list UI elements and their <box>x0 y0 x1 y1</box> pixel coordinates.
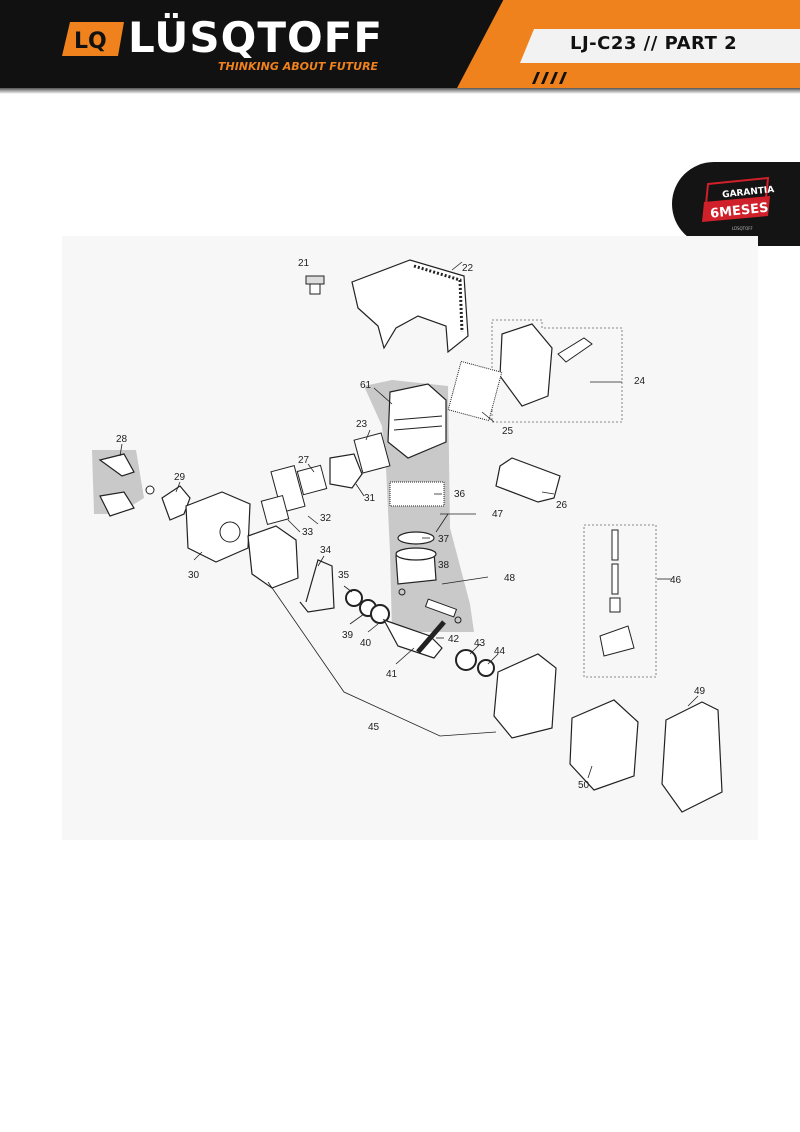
part-label-32: 32 <box>320 513 332 524</box>
part-label-28: 28 <box>116 434 128 445</box>
spark-plug-part <box>305 275 325 295</box>
bearing-right-part <box>455 649 477 671</box>
part-label-36: 36 <box>454 489 466 500</box>
part-label-23: 23 <box>356 419 368 430</box>
svg-text:LQ: LQ <box>74 29 107 54</box>
part-label-49: 49 <box>694 686 706 697</box>
model-title-box <box>520 29 800 63</box>
crankshaft-part <box>382 618 443 659</box>
part-label-50: 50 <box>578 780 590 791</box>
oil-seal-part <box>477 659 495 677</box>
part-label-31: 31 <box>364 493 376 504</box>
part-label-26: 26 <box>556 500 568 511</box>
part-label-39: 39 <box>342 630 354 641</box>
model-title: LJ-C23 // PART 2 <box>570 33 738 54</box>
fuel-line-part <box>599 529 635 657</box>
part-label-41: 41 <box>386 669 398 680</box>
part-label-44: 44 <box>494 646 506 657</box>
piston-pin-part <box>424 598 458 618</box>
warranty-line2: 6MESES <box>710 201 770 222</box>
part-label-35: 35 <box>338 570 350 581</box>
part-label-21: 21 <box>298 258 310 269</box>
part-label-22: 22 <box>462 263 474 274</box>
group-box-fuel-line <box>583 524 657 678</box>
seal-part <box>345 589 363 607</box>
part-label-45: 45 <box>368 722 380 733</box>
engine-cover-part <box>351 259 469 354</box>
crankcase-left-part <box>247 525 299 589</box>
header-stripes-decoration <box>532 72 567 84</box>
part-label-27: 27 <box>298 455 310 466</box>
group-box-muffler <box>491 319 623 423</box>
part-label-38: 38 <box>438 560 450 571</box>
part-label-30: 30 <box>188 570 200 581</box>
part-label-40: 40 <box>360 638 372 649</box>
brand-logo-icon: LQ <box>62 22 124 56</box>
exploded-parts-diagram: 21 22 24 25 61 23 27 31 36 28 29 30 32 3… <box>62 236 758 840</box>
part-label-46: 46 <box>670 575 682 586</box>
part-label-25: 25 <box>502 426 514 437</box>
brand-name: LÜSQTOFF <box>128 13 384 62</box>
header-shadow <box>0 88 800 94</box>
bearing-left-part <box>370 604 390 624</box>
part-label-48: 48 <box>504 573 516 584</box>
part-label-33: 33 <box>302 527 314 538</box>
carburetor-adapter-part <box>329 453 363 489</box>
warranty-badge: GARANTIA 6MESES LÜSQTOFF <box>672 162 800 246</box>
muffler-part <box>499 323 553 407</box>
part-label-24: 24 <box>634 376 646 387</box>
starter-housing-part <box>661 701 723 813</box>
carburetor-gasket-part <box>296 464 328 496</box>
clutch-housing-part <box>185 491 251 563</box>
cylinder-part <box>387 383 447 459</box>
part-label-43: 43 <box>474 638 486 649</box>
clutch-shoe-part <box>98 453 155 517</box>
part-label-61: 61 <box>360 380 372 391</box>
part-label-42: 42 <box>448 634 460 645</box>
diagram-canvas: 21 22 24 25 61 23 27 31 36 28 29 30 32 3… <box>92 258 723 813</box>
piston-ring-part <box>397 531 435 545</box>
insulator-gasket-part <box>260 494 290 526</box>
warranty-small-brand: LÜSQTOFF <box>732 226 754 231</box>
part-label-47: 47 <box>492 509 504 520</box>
part-label-37: 37 <box>438 534 450 545</box>
muffler-gasket-part <box>447 360 503 422</box>
air-filter-cover-part <box>495 457 561 503</box>
retaining-wire-part <box>299 559 335 613</box>
part-label-34: 34 <box>320 545 332 556</box>
header-bar: LJ-C23 // PART 2 LQ LÜSQTOFF THINKING AB… <box>0 0 800 92</box>
brand-tagline: THINKING ABOUT FUTURE <box>218 60 379 73</box>
flywheel-part <box>569 699 639 791</box>
crankcase-right-part <box>493 653 557 739</box>
part-label-29: 29 <box>174 472 186 483</box>
